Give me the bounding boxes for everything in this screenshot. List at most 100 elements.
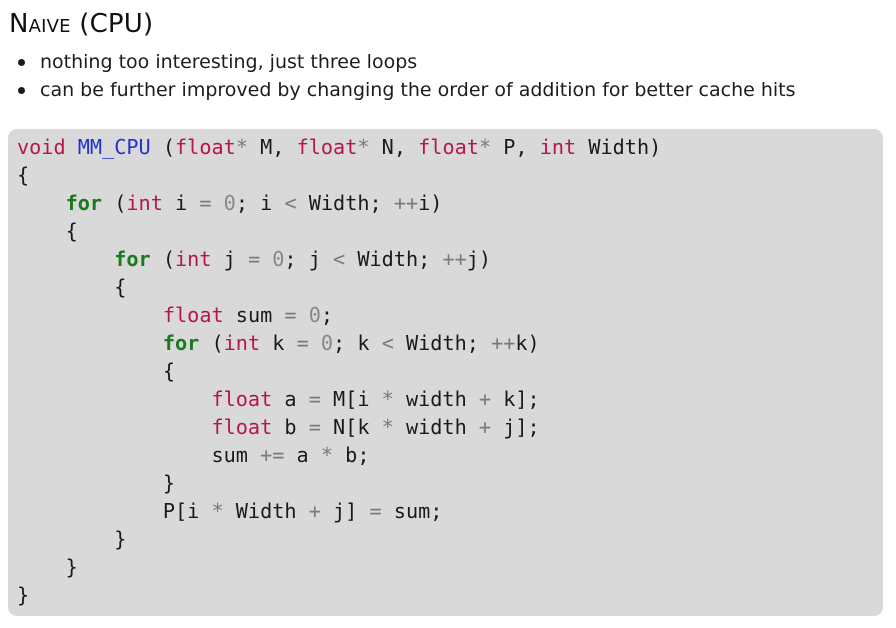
code-token xyxy=(17,247,114,271)
code-token: 0 xyxy=(223,191,236,215)
code-token: Width; xyxy=(393,331,492,355)
code-token: = xyxy=(369,499,382,523)
code-token: a xyxy=(284,443,321,467)
code-line: } xyxy=(17,581,883,609)
code-token: 0 xyxy=(308,303,321,327)
code-token xyxy=(212,191,224,215)
code-token: i xyxy=(162,191,200,215)
code-token xyxy=(260,247,272,271)
code-token: int xyxy=(126,191,163,215)
code-token: + xyxy=(478,415,492,439)
code-token: M, xyxy=(247,135,297,159)
code-token: j]; xyxy=(491,415,540,439)
code-token: ( xyxy=(199,331,224,355)
code-token: * xyxy=(478,135,492,159)
code-token: Width) xyxy=(576,135,662,159)
code-token: int xyxy=(175,247,212,271)
code-token: } xyxy=(17,555,78,579)
code-token: * xyxy=(381,415,394,439)
code-token: j) xyxy=(466,247,492,271)
bullet-dot-icon xyxy=(18,59,25,66)
code-token: j xyxy=(211,247,248,271)
code-token: for xyxy=(162,331,200,355)
code-token: float xyxy=(418,135,479,159)
code-token: P, xyxy=(491,135,540,159)
code-token xyxy=(66,135,78,159)
code-line: } xyxy=(17,469,883,497)
code-token xyxy=(17,387,211,411)
code-token: b; xyxy=(333,443,370,467)
code-token: Width xyxy=(223,499,309,523)
code-line: { xyxy=(17,161,883,189)
code-line: float sum = 0; xyxy=(17,301,883,329)
code-line: for (int i = 0; i < Width; ++i) xyxy=(17,189,883,217)
code-token: } xyxy=(17,583,30,607)
code-token: float xyxy=(211,387,273,411)
code-token: int xyxy=(223,331,261,355)
code-token: = xyxy=(296,331,309,355)
code-listing: void MM_CPU (float* M, float* N, float* … xyxy=(17,133,883,609)
code-token: 0 xyxy=(272,247,285,271)
code-token xyxy=(17,191,66,215)
code-token: for xyxy=(114,247,151,271)
code-token: width xyxy=(393,415,479,439)
code-token: i) xyxy=(418,191,443,215)
code-token: = xyxy=(284,303,297,327)
code-token: ; xyxy=(320,303,334,327)
code-token: sum xyxy=(223,303,285,327)
code-line: for (int j = 0; j < Width; ++j) xyxy=(17,245,883,273)
code-line: { xyxy=(17,357,883,385)
code-token: += xyxy=(260,443,285,467)
code-token: = xyxy=(308,415,321,439)
code-token: Width; xyxy=(296,191,394,215)
code-line: float a = M[i * width + k]; xyxy=(17,385,883,413)
code-line: { xyxy=(17,273,883,301)
bullet-item: can be further improved by changing the … xyxy=(15,76,796,104)
code-token: { xyxy=(17,359,176,383)
code-token: ++ xyxy=(491,331,516,355)
code-token: ++ xyxy=(393,191,419,215)
code-token: + xyxy=(308,499,321,523)
code-token: ( xyxy=(150,247,176,271)
code-token: for xyxy=(65,191,103,215)
code-token: < xyxy=(381,331,394,355)
code-token: ( xyxy=(102,191,127,215)
code-token: void xyxy=(17,135,66,159)
code-token: N[k xyxy=(320,415,382,439)
code-token: * xyxy=(381,387,394,411)
code-token: Width; xyxy=(345,247,443,271)
code-token xyxy=(309,331,321,355)
code-token: width xyxy=(393,387,479,411)
code-token: * xyxy=(357,135,370,159)
code-token: a xyxy=(272,387,309,411)
code-token xyxy=(17,331,163,355)
code-token: float xyxy=(211,415,273,439)
code-token: k]; xyxy=(491,387,540,411)
code-line: { xyxy=(17,217,883,245)
code-token: * xyxy=(235,135,248,159)
code-token: * xyxy=(320,443,334,467)
code-token: k xyxy=(260,331,297,355)
code-token: b xyxy=(272,415,309,439)
code-token: = xyxy=(199,191,212,215)
code-line: void MM_CPU (float* M, float* N, float* … xyxy=(17,133,883,161)
section-heading: Naive (CPU) xyxy=(9,9,154,39)
code-token: { xyxy=(17,275,127,299)
code-token: float xyxy=(162,303,224,327)
code-line: for (int k = 0; k < Width; ++k) xyxy=(17,329,883,357)
code-token: ; k xyxy=(333,331,382,355)
code-token: 0 xyxy=(320,331,334,355)
code-token: float xyxy=(175,135,236,159)
code-token: < xyxy=(333,247,346,271)
code-token: } xyxy=(17,471,176,495)
code-token: N, xyxy=(369,135,419,159)
code-token: k) xyxy=(515,331,540,355)
code-token: float xyxy=(296,135,358,159)
code-line: } xyxy=(17,553,883,581)
code-token: { xyxy=(17,163,30,187)
code-token: = xyxy=(308,387,321,411)
code-token xyxy=(17,303,163,327)
code-token: < xyxy=(284,191,297,215)
code-block: void MM_CPU (float* M, float* N, float* … xyxy=(8,129,883,616)
bullet-list: nothing too interesting, just three loop… xyxy=(15,48,796,104)
